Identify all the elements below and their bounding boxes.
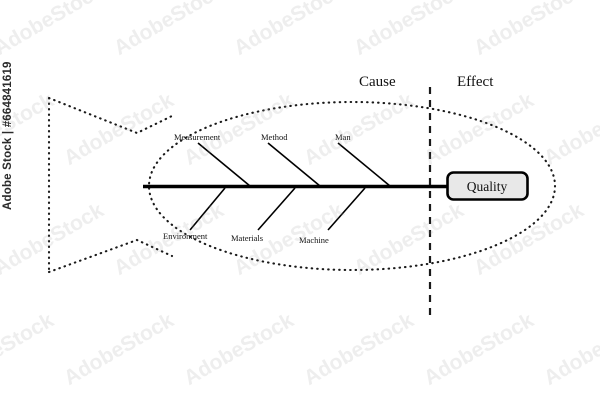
cause-label-man: Man: [335, 132, 351, 142]
cause-label-materials: Materials: [231, 233, 263, 243]
bone-environment: [189, 187, 226, 231]
cause-label-machine: Machine: [299, 235, 329, 245]
bone-measurement: [197, 142, 251, 187]
effect-box-label: Quality: [467, 179, 508, 194]
bone-method: [267, 142, 321, 187]
effect-box[interactable]: [446, 171, 529, 201]
effect-section-label: Effect: [457, 74, 494, 90]
cause-label-measurement: Measurement: [174, 132, 221, 142]
fish-tail-lower-edge: [47, 238, 174, 274]
bone-machine: [327, 187, 366, 231]
fish-body-outline: [147, 100, 557, 272]
watermark-stock-id: Adobe Stock | #664841619: [2, 61, 14, 210]
cause-label-method: Method: [261, 132, 288, 142]
bone-man: [337, 142, 391, 187]
bone-materials: [257, 187, 296, 231]
fish-tail-upper-edge: [47, 96, 174, 135]
cause-label-environment: Environment: [163, 231, 208, 241]
cause-section-label: Cause: [359, 74, 396, 90]
